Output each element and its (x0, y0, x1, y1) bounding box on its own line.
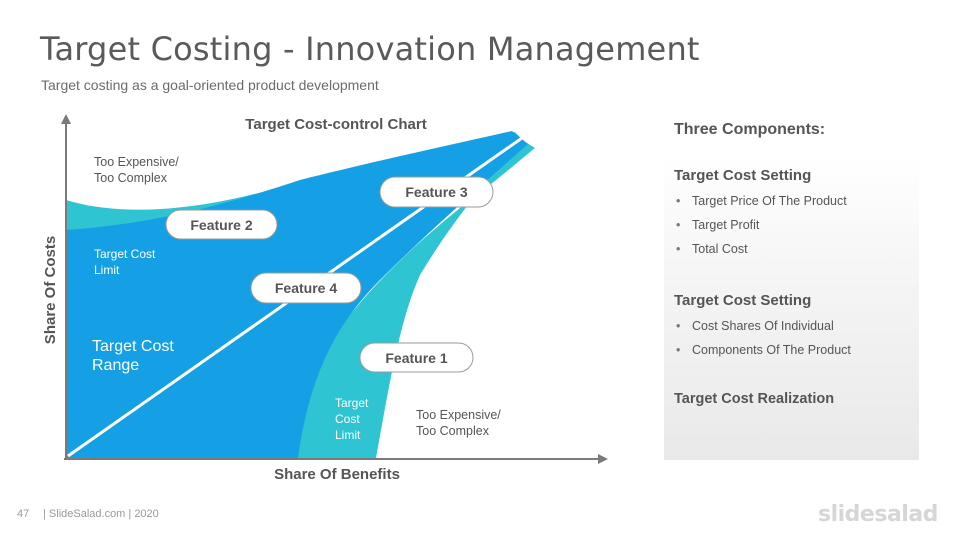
feature-3-pill: Feature 3 (379, 176, 494, 208)
section-title-cost-setting-2: Target Cost Setting (674, 292, 812, 309)
footer-text: | SlideSalad.com | 2020 (43, 508, 159, 520)
too-expensive-top-label: Too Expensive/ Too Complex (94, 155, 182, 185)
x-axis-label: Share Of Benefits (274, 466, 400, 483)
svg-text:Feature 2: Feature 2 (190, 217, 252, 233)
target-cost-limit-bottom-label: Target Cost Limit (335, 396, 372, 442)
diagram-title: Target Cost-control Chart (245, 116, 426, 133)
lower-limit-band (295, 140, 535, 458)
page-number: 47 (17, 508, 30, 520)
x-axis-arrow (598, 454, 608, 464)
target-cost-limit-top-label: Target Cost Limit (94, 247, 159, 277)
cost-setting-2-list: Cost Shares Of Individual Components Of … (676, 314, 851, 362)
list-item: Target Price Of The Product (676, 189, 847, 213)
section-title-cost-realization: Target Cost Realization (674, 391, 835, 407)
section-title-cost-setting-1: Target Cost Setting (674, 167, 812, 184)
y-axis-arrow (61, 114, 71, 124)
svg-text:Feature 1: Feature 1 (385, 350, 447, 366)
feature-4-pill: Feature 4 (250, 272, 362, 304)
target-cost-range-label: Target Cost Range (92, 338, 178, 374)
cost-setting-1-list: Target Price Of The Product Target Profi… (676, 189, 847, 261)
slidesalad-logo: slidesalad (818, 502, 938, 527)
y-axis-label: Share Of Costs (42, 236, 59, 344)
components-heading: Three Components: (674, 121, 826, 138)
list-item: Total Cost (676, 237, 847, 261)
svg-text:Feature 4: Feature 4 (275, 280, 337, 296)
list-item: Components Of The Product (676, 338, 851, 362)
too-expensive-bottom-label: Too Expensive/ Too Complex (416, 408, 504, 438)
slide-subtitle: Target costing as a goal-oriented produc… (41, 77, 379, 93)
list-item: Cost Shares Of Individual (676, 314, 851, 338)
slide-title: Target Costing - Innovation Management (40, 30, 700, 68)
list-item: Target Profit (676, 213, 847, 237)
feature-2-pill: Feature 2 (165, 209, 278, 240)
feature-1-pill: Feature 1 (359, 342, 474, 373)
svg-text:Feature 3: Feature 3 (405, 184, 467, 200)
